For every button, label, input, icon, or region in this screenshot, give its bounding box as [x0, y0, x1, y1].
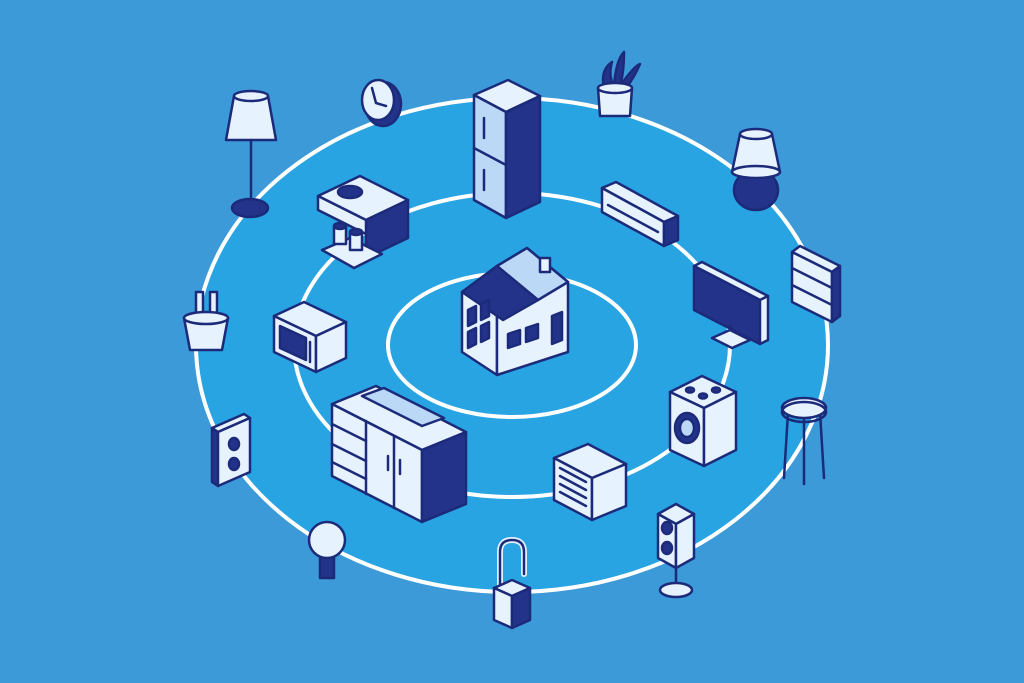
bookshelf-icon — [790, 244, 842, 324]
light-bulb-icon — [307, 520, 347, 580]
clock-icon — [360, 78, 403, 128]
house-icon — [460, 246, 570, 377]
kitchen-cabinet-icon — [330, 384, 468, 524]
stool-icon — [780, 396, 828, 486]
washing-machine-icon — [668, 374, 738, 468]
table-lamp-icon — [730, 127, 782, 212]
coffee-machine-icon — [316, 174, 410, 270]
plug-icon — [182, 290, 230, 352]
wall-socket-icon — [210, 412, 252, 488]
microwave-icon — [272, 300, 348, 374]
heater-icon — [552, 442, 628, 522]
plant-icon — [596, 50, 642, 118]
padlock-icon — [492, 537, 532, 630]
speaker-icon — [656, 502, 696, 599]
refrigerator-icon — [472, 78, 542, 220]
floor-lamp-icon — [224, 89, 278, 219]
air-conditioner-icon — [600, 180, 680, 248]
tv-icon — [692, 260, 770, 350]
